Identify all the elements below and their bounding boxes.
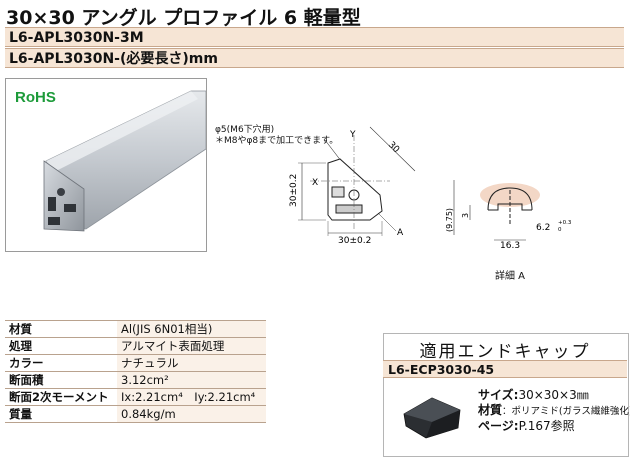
- rohs-logo: RoHS: [15, 89, 56, 106]
- dim-horizontal: 30±0.2: [338, 236, 371, 245]
- end-cap-material-label: 材質: [478, 403, 503, 417]
- dim-9-75: (9.75): [445, 208, 454, 232]
- dim-6-2-tol-up: +0.3: [558, 220, 572, 226]
- dim-16-3: 16.3: [500, 241, 520, 251]
- spec-key: カラー: [5, 354, 117, 372]
- spec-value: 0.84kg/m: [117, 405, 266, 423]
- end-cap-material-line: 材質：ポリアミド(ガラス繊維強化): [478, 403, 630, 419]
- spec-value: 3.12cm²: [117, 371, 266, 389]
- detail-a-drawing: (9.75) 3 16.3 6.2 +0.3 0: [445, 180, 572, 251]
- dim-3: 3: [461, 213, 470, 218]
- detail-a-label: 詳細 A: [495, 271, 526, 282]
- end-cap-page-label: ページ:: [478, 419, 519, 433]
- axis-x-label: X: [312, 178, 318, 188]
- detail-a-marker: A: [397, 228, 404, 238]
- profile-photo-illustration: [43, 90, 206, 232]
- profile-section: [327, 158, 383, 221]
- dim-vertical: 30±0.2: [289, 174, 299, 207]
- spec-key: 断面積: [5, 371, 117, 389]
- dim-diagonal: 30: [386, 140, 401, 155]
- end-cap-info: サイズ:30×30×3㎜ 材質：ポリアミド(ガラス繊維強化) ページ:P.167…: [478, 388, 630, 434]
- end-cap-size-line: サイズ:30×30×3㎜: [478, 388, 630, 403]
- spec-value: Al(JIS 6N01相当): [117, 320, 266, 338]
- end-cap-material-value: ：ポリアミド(ガラス繊維強化): [502, 406, 630, 417]
- spec-key: 断面2次モーメント: [5, 388, 117, 406]
- end-cap-size-label: サイズ:: [478, 388, 519, 402]
- end-cap-part-number: L6-ECP3030-45: [383, 360, 627, 378]
- spec-value: アルマイト表面処理: [117, 337, 266, 355]
- drawing-note: φ5(M6下穴用) ＊M8やφ8まで加工できます。: [215, 125, 338, 147]
- part-number-row-2: L6-APL3030N-(必要長さ)mm: [5, 48, 624, 68]
- dim-6-2-tol-dn: 0: [558, 227, 562, 233]
- spec-key: 処理: [5, 337, 117, 355]
- end-cap-image: [403, 397, 461, 439]
- end-cap-heading: 適用エンドキャップ: [419, 342, 591, 362]
- detail-highlight: [480, 183, 540, 207]
- end-cap-page-value: P.167参照: [518, 419, 575, 433]
- spec-row: カラーナチュラル: [5, 354, 266, 372]
- end-cap-size-value: 30×30×3㎜: [518, 388, 589, 402]
- axis-y-label: Y: [349, 130, 356, 140]
- detail-slot-outline: [487, 187, 533, 225]
- end-cap-page-line: ページ:P.167参照: [478, 419, 630, 434]
- spec-key: 質量: [5, 405, 117, 423]
- note-line-1: φ5(M6下穴用): [215, 125, 275, 135]
- note-line-2: ＊M8やφ8まで加工できます。: [215, 136, 339, 146]
- spec-key: 材質: [5, 320, 117, 338]
- page-title: 30×30 アングル プロファイル 6 軽量型: [6, 7, 361, 29]
- spec-row: 処理アルマイト表面処理: [5, 337, 266, 355]
- dim-6-2: 6.2: [536, 223, 550, 233]
- cross-section-drawing: 30±0.2 30±0.2 30 X Y A: [289, 126, 416, 245]
- spec-value: ナチュラル: [117, 354, 266, 372]
- product-image: RoHS: [5, 78, 207, 252]
- part-number-row-1: L6-APL3030N-3M: [5, 27, 624, 47]
- spec-value: Ix:2.21cm⁴ Iy:2.21cm⁴: [117, 388, 266, 406]
